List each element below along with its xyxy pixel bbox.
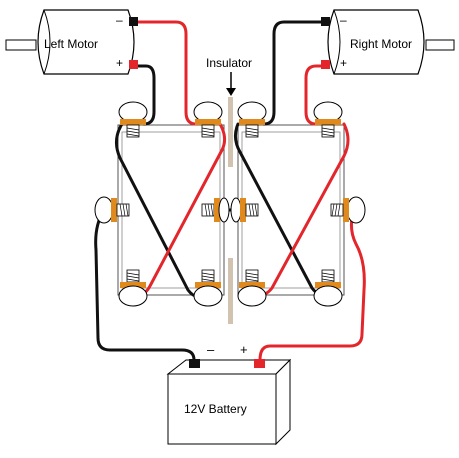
wire-right-motor-neg [262, 20, 326, 126]
wire-left-motor-neg [134, 20, 198, 126]
battery-neg-terminal [189, 359, 200, 368]
battery: 12V Battery – + [166, 342, 292, 446]
right-motor-shaft [425, 39, 455, 51]
battery-pos-terminal [254, 359, 265, 368]
terminal-middle-center-left [201, 197, 230, 223]
battery-pos-sign: + [240, 342, 248, 357]
terminal-bottom-right-1 [237, 269, 267, 307]
terminal-middle-center-right [230, 197, 259, 223]
insulator-strip-bottom [228, 258, 233, 324]
terminal-top-right-1 [237, 101, 267, 138]
terminal-top-left-2 [193, 101, 223, 138]
terminal-middle-left [94, 196, 130, 224]
terminal-top-left-1 [118, 101, 148, 138]
insulator-strip-top [228, 97, 233, 167]
terminal-bottom-left-2 [193, 269, 223, 307]
terminal-middle-right [330, 196, 366, 224]
terminal-bottom-left-1 [118, 269, 148, 307]
left-motor-pos-lead [129, 60, 138, 69]
battery-side-face [275, 358, 291, 446]
terminal-top-right-2 [313, 101, 343, 138]
wire-right-motor-pos [304, 64, 326, 126]
insulator-label: Insulator [206, 56, 252, 70]
left-motor: Left Motor – + [5, 9, 135, 75]
right-motor-neg-sign: – [340, 13, 347, 27]
left-motor-label: Left Motor [44, 37, 98, 51]
right-motor-label: Right Motor [350, 37, 412, 51]
wire-battery-pos [258, 208, 366, 362]
battery-front-face [167, 373, 277, 445]
insulator-arrow [226, 72, 236, 96]
right-motor-neg-lead [321, 17, 330, 26]
wire-left-motor-pos [134, 64, 156, 126]
terminal-bottom-right-2 [313, 269, 343, 307]
left-motor-neg-lead [129, 17, 138, 26]
left-motor-neg-sign: – [116, 13, 123, 27]
left-motor-shaft [5, 39, 37, 51]
left-motor-pos-sign: + [116, 56, 123, 70]
right-motor-pos-sign: + [340, 56, 347, 70]
right-motor-body [327, 9, 425, 75]
battery-top-face [166, 359, 292, 375]
battery-label: 12V Battery [184, 402, 247, 416]
right-motor-pos-lead [321, 60, 330, 69]
wire-battery-neg [94, 208, 196, 362]
right-motor: Right Motor – + [327, 9, 455, 75]
battery-neg-sign: – [207, 342, 215, 357]
